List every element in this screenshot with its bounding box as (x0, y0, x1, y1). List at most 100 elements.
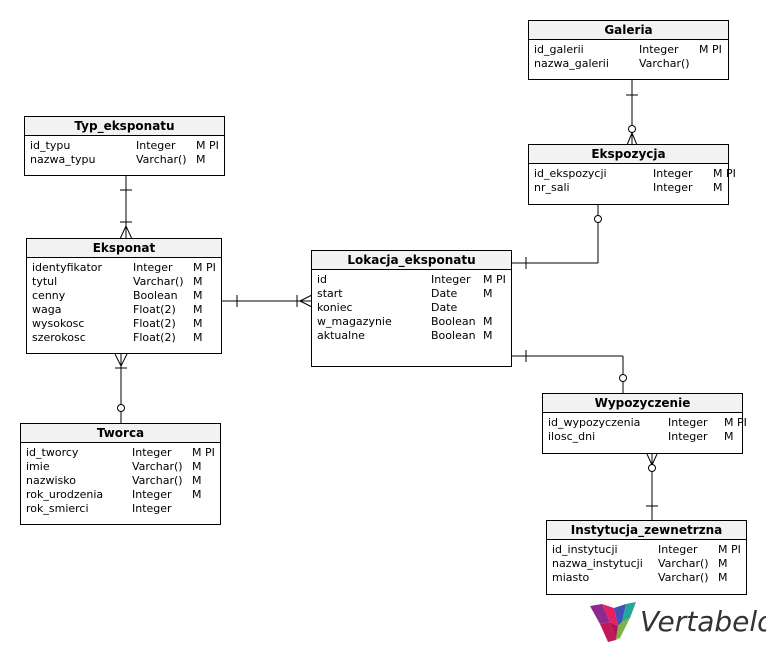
column-flags: M (193, 331, 203, 344)
column-row[interactable]: ilosc_dni Integer M (543, 430, 742, 444)
rel-ekspozycja-lokacja (512, 205, 602, 269)
column-name: ilosc_dni (548, 430, 596, 443)
column-type: Varchar() (132, 460, 183, 473)
column-type: Float(2) (133, 303, 176, 316)
column-name: cenny (32, 289, 66, 302)
column-row[interactable]: nazwisko Varchar() M (21, 474, 220, 488)
column-flags: M PI (713, 167, 736, 180)
column-type: Integer (132, 488, 172, 501)
rel-lokacja-wypozyczenie (512, 350, 627, 394)
entity-title: Galeria (529, 21, 728, 40)
vertabelo-logo-text: Vertabelo (640, 605, 766, 638)
vertabelo-logo: Vertabelo (588, 600, 766, 648)
rel-typ-eksponat (119, 176, 133, 240)
column-name: nr_sali (534, 181, 570, 194)
column-type: Float(2) (133, 331, 176, 344)
entity-title: Typ_eksponatu (25, 117, 224, 136)
column-type: Date (431, 287, 458, 300)
column-type: Varchar() (136, 153, 187, 166)
column-flags: M (192, 474, 202, 487)
column-name: tytul (32, 275, 58, 288)
rel-eksponat-lokacja (222, 294, 313, 308)
column-row[interactable]: imie Varchar() M (21, 460, 220, 474)
column-type: Varchar() (132, 474, 183, 487)
column-flags: M PI (196, 139, 219, 152)
column-row[interactable]: id Integer M PI (312, 273, 511, 287)
column-name: miasto (552, 571, 590, 584)
column-name: id_instytucji (552, 543, 618, 556)
column-name: imie (26, 460, 50, 473)
column-row[interactable]: id_galerii Integer M PI (529, 43, 728, 57)
column-type: Integer (132, 446, 172, 459)
column-flags: M (192, 460, 202, 473)
column-name: rok_urodzenia (26, 488, 104, 501)
column-name: id (317, 273, 328, 286)
column-name: identyfikator (32, 261, 103, 274)
column-flags: M PI (193, 261, 216, 274)
vertabelo-logo-icon (590, 602, 636, 642)
column-type: Boolean (431, 315, 476, 328)
column-type: Integer (668, 430, 708, 443)
column-name: aktualne (317, 329, 365, 342)
column-flags: M PI (192, 446, 215, 459)
entity-title: Tworca (21, 424, 220, 443)
column-flags: M (724, 430, 734, 443)
column-name: waga (32, 303, 62, 316)
column-type: Integer (639, 43, 679, 56)
column-type: Integer (668, 416, 708, 429)
entity-title: Lokacja_eksponatu (312, 251, 511, 270)
column-name: nazwa_typu (30, 153, 96, 166)
column-name: id_wypozyczenia (548, 416, 641, 429)
column-name: w_magazynie (317, 315, 392, 328)
column-name: id_galerii (534, 43, 584, 56)
entity-title: Instytucja_zewnetrzna (547, 521, 746, 540)
column-flags: M PI (483, 273, 506, 286)
column-name: nazwisko (26, 474, 76, 487)
column-flags: M (483, 329, 493, 342)
column-flags: M (718, 557, 728, 570)
entity-title: Eksponat (27, 239, 221, 258)
rel-wypozyczenie-instytucja (646, 453, 658, 521)
column-type: Varchar() (658, 557, 709, 570)
column-type: Integer (431, 273, 471, 286)
column-type: Float(2) (133, 317, 176, 330)
column-flags: M PI (699, 43, 722, 56)
column-name: start (317, 287, 343, 300)
column-flags: M (193, 317, 203, 330)
column-type: Varchar() (639, 57, 690, 70)
